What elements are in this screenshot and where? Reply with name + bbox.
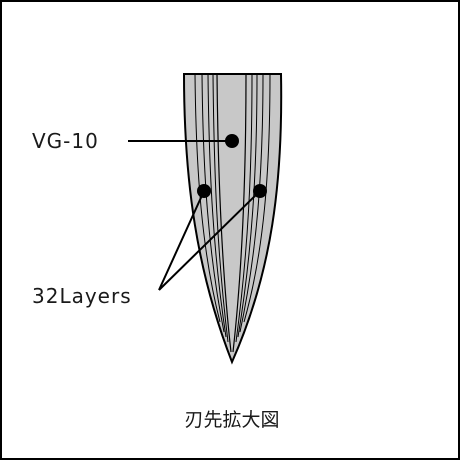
- layers-pointer-line-left: [158, 190, 205, 291]
- layers-pointer-line-right: [158, 190, 261, 291]
- core-label: VG-10: [32, 129, 99, 153]
- layer-marker-dot-right: [253, 184, 267, 198]
- layer-marker-dot-left: [197, 184, 211, 198]
- core-marker-dot: [225, 134, 239, 148]
- layer-lines-left: [194, 73, 229, 343]
- layer-lines-right: [235, 73, 271, 343]
- layers-label: 32Layers: [32, 284, 132, 308]
- diagram-caption: 刃先拡大図: [184, 409, 279, 431]
- core-boundaries: [216, 73, 247, 353]
